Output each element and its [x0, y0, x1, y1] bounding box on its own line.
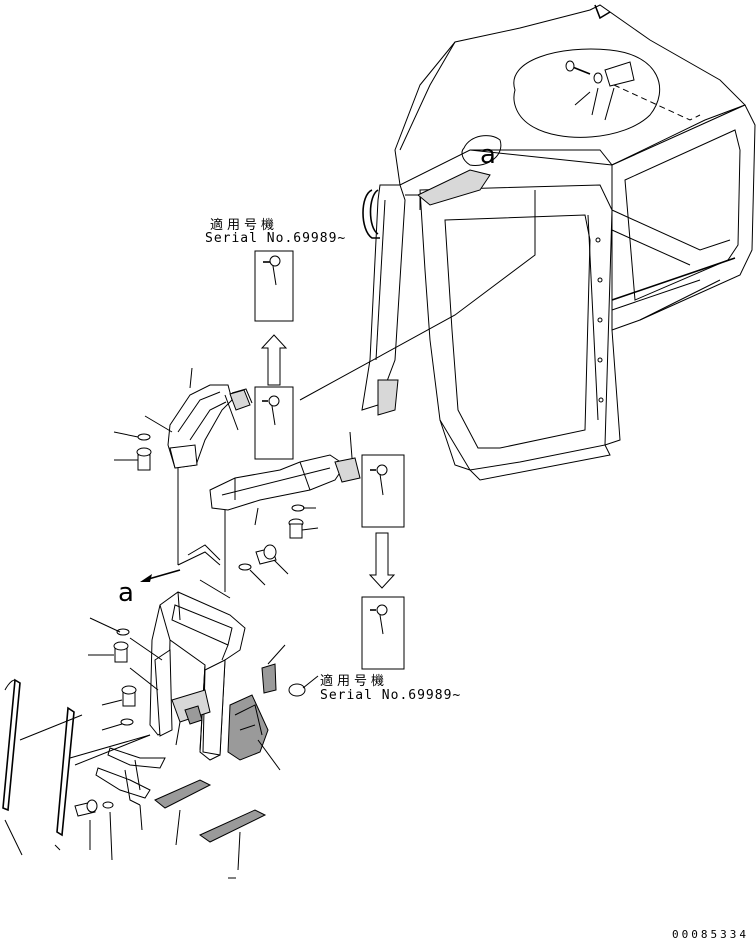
console-frame	[129, 591, 246, 761]
guide-line	[177, 551, 221, 566]
detail-box-lower	[361, 596, 405, 670]
document-number: 00085334	[672, 928, 749, 941]
detail-box-upper	[254, 250, 294, 322]
bolt-washer-left-upper	[113, 431, 152, 471]
clip-upper-left	[229, 388, 253, 411]
serial-note-top-jp: 適用号機	[210, 218, 279, 233]
guide-line	[187, 544, 221, 561]
arrow-up	[260, 334, 288, 386]
detail-box-middle	[254, 386, 294, 460]
bolts-middle	[238, 544, 289, 586]
serial-note-top: Serial No.69989~	[205, 231, 347, 246]
arrow-down	[368, 532, 396, 589]
bolt-bottom	[74, 799, 114, 861]
view-a-callout-left: a	[118, 578, 134, 608]
side-panel-strips	[2, 678, 151, 856]
brackets-bottom	[95, 747, 166, 831]
clip-lower-right	[261, 644, 319, 697]
view-arrow-head	[140, 574, 152, 582]
cab-frame	[361, 4, 756, 481]
bracket-left	[144, 367, 239, 469]
console-cover	[227, 694, 281, 771]
serial-note-bottom-jp: 適用号機	[320, 674, 389, 689]
bolt-washer-left-lower	[88, 617, 137, 731]
grip-pads	[154, 779, 267, 879]
roof-bolt-set	[565, 60, 701, 121]
guide-line	[199, 579, 231, 599]
view-a-callout-top: a	[480, 140, 496, 170]
serial-note-bottom: Serial No.69989~	[320, 688, 462, 703]
detail-box-right	[361, 454, 405, 528]
leader-line	[299, 190, 536, 401]
bracket-right	[209, 431, 361, 539]
